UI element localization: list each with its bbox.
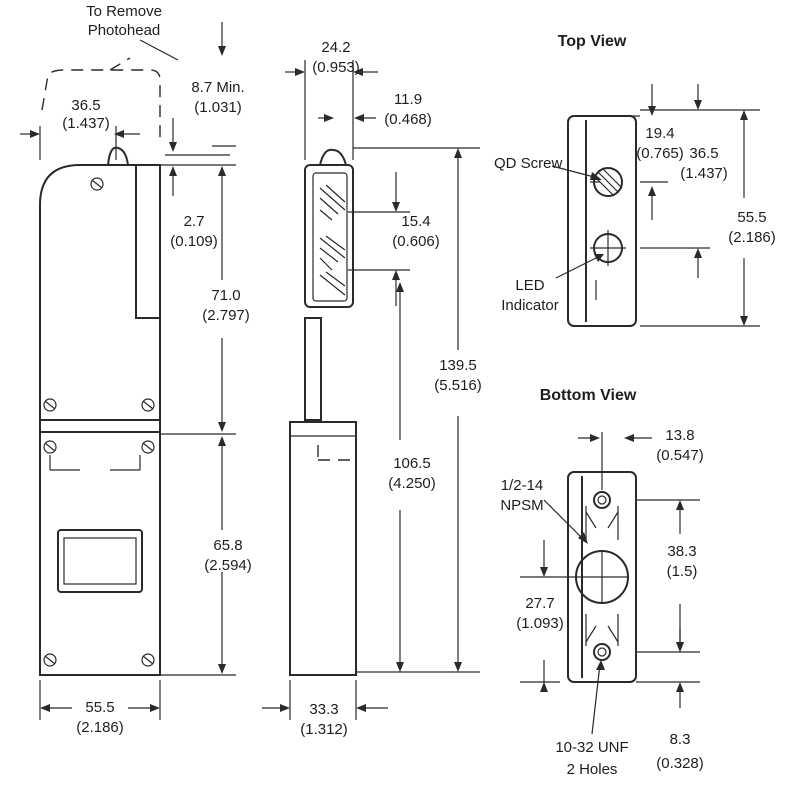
dim-8-7: 8.7 Min. (1.031) <box>191 22 245 147</box>
dim-label-imperial: (2.594) <box>204 557 252 574</box>
dim-label-imperial: (1.031) <box>194 99 242 116</box>
dim-55-5-top: 55.5 (2.186) <box>728 110 776 326</box>
dim-33-3: 33.3 (1.312) <box>262 680 388 738</box>
screw-icon <box>43 440 57 454</box>
dim-label-imperial: (0.953) <box>312 59 360 76</box>
dim-label-imperial: (1.312) <box>300 721 348 738</box>
dim-label-imperial: (1.437) <box>62 115 110 132</box>
callout-text: Indicator <box>501 297 559 314</box>
callout-text: 2 Holes <box>567 761 618 778</box>
dim-11-9: 11.9 (0.468) <box>318 91 432 128</box>
top-view: Top View <box>558 33 760 327</box>
dim-label-imperial: (0.765) <box>636 145 684 162</box>
view-title: Top View <box>558 33 627 50</box>
screw-icon <box>141 653 155 667</box>
mounting-hole-icon <box>593 643 611 661</box>
dim-label: 139.5 <box>439 357 477 374</box>
dim-label: 15.4 <box>401 213 430 230</box>
dim-106-5: 106.5 (4.250) <box>388 282 436 672</box>
housing-side-outline <box>289 421 357 676</box>
view-title: Bottom View <box>540 387 637 404</box>
dim-label: 36.5 <box>689 145 718 162</box>
top-view-outline <box>567 115 637 327</box>
bottom-view: Bottom View <box>520 387 700 683</box>
dim-label: 19.4 <box>645 125 674 142</box>
dim-36-5-front: 36.5 (1.437) <box>20 97 140 160</box>
dim-label: 33.3 <box>309 701 338 718</box>
dim-2-7: 2.7 (0.109) <box>169 118 218 250</box>
dim-15-4: 15.4 (0.606) <box>392 172 440 306</box>
dim-38-3: 38.3 (1.5) <box>667 500 698 652</box>
callout-text: To Remove <box>86 3 162 20</box>
callout-text: 10-32 UNF <box>555 739 628 756</box>
dim-label-imperial: (1.5) <box>667 563 698 580</box>
dim-27-7: 27.7 (1.093) <box>516 540 564 692</box>
dim-13-8: 13.8 (0.547) <box>578 427 704 490</box>
dim-label: 36.5 <box>71 97 100 114</box>
dim-36-5-top: 36.5 (1.437) <box>680 84 728 278</box>
callout-text: LED <box>515 277 544 294</box>
screw-icon <box>141 398 155 412</box>
dim-8-3: 8.3 (0.328) <box>656 628 704 772</box>
photohead-outline <box>304 164 354 308</box>
dim-label-imperial: (0.328) <box>656 755 704 772</box>
dim-55-5-front: 55.5 (2.186) <box>39 680 161 736</box>
dim-label: 55.5 <box>85 699 114 716</box>
qd-screw-callout: QD Screw <box>494 155 602 180</box>
dim-label-imperial: (0.468) <box>384 111 432 128</box>
dim-label-imperial: (0.109) <box>170 233 218 250</box>
dim-24-2: 24.2 (0.953) <box>285 39 378 160</box>
dim-label: 8.3 <box>670 731 691 748</box>
dim-label-imperial: (1.093) <box>516 615 564 632</box>
dim-label-imperial: (2.797) <box>202 307 250 324</box>
callout-text: Photohead <box>88 22 161 39</box>
dim-label-imperial: (2.186) <box>728 229 776 246</box>
dim-139-5: 139.5 (5.516) <box>434 148 482 672</box>
dim-label: 13.8 <box>665 427 694 444</box>
front-view <box>39 57 236 676</box>
dim-label-imperial: (4.250) <box>388 475 436 492</box>
dim-label: 2.7 <box>184 213 205 230</box>
npsm-port-icon <box>575 550 629 604</box>
led-indicator-icon <box>590 230 626 266</box>
dim-label-imperial: (5.516) <box>434 377 482 394</box>
display-window <box>57 529 143 593</box>
dim-label: 27.7 <box>525 595 554 612</box>
dim-label-imperial: (1.437) <box>680 165 728 182</box>
dim-label-imperial: (0.547) <box>656 447 704 464</box>
dim-19-4: 19.4 (0.765) <box>636 84 684 220</box>
callout-text: QD Screw <box>494 155 563 172</box>
remove-photohead-callout: To Remove Photohead <box>86 3 179 61</box>
led-indicator-callout: LED Indicator <box>501 254 604 314</box>
dim-label: 11.9 <box>394 91 422 108</box>
dim-label: 55.5 <box>737 209 766 226</box>
dim-label-imperial: (2.186) <box>76 719 124 736</box>
dim-label: 106.5 <box>393 455 431 472</box>
dim-label: 65.8 <box>213 537 242 554</box>
npsm-callout: 1/2-14 NPSM <box>500 477 588 544</box>
screw-icon <box>141 440 155 454</box>
dim-65-8: 65.8 (2.594) <box>204 436 252 674</box>
screw-icon <box>90 177 104 191</box>
callout-text: 1/2-14 <box>501 477 544 494</box>
dim-label: 38.3 <box>667 543 696 560</box>
screw-icon <box>43 653 57 667</box>
unf-holes-callout: 10-32 UNF 2 Holes <box>555 660 629 778</box>
dim-label: 8.7 Min. <box>191 79 244 96</box>
dim-label-imperial: (0.606) <box>392 233 440 250</box>
dim-label: 71.0 <box>211 287 240 304</box>
dim-label: 24.2 <box>321 39 350 56</box>
side-view <box>289 147 480 676</box>
screw-icon <box>43 398 57 412</box>
mounting-hole-icon <box>593 491 611 509</box>
dim-71-0: 71.0 (2.797) <box>202 166 250 432</box>
callout-text: NPSM <box>500 497 543 514</box>
